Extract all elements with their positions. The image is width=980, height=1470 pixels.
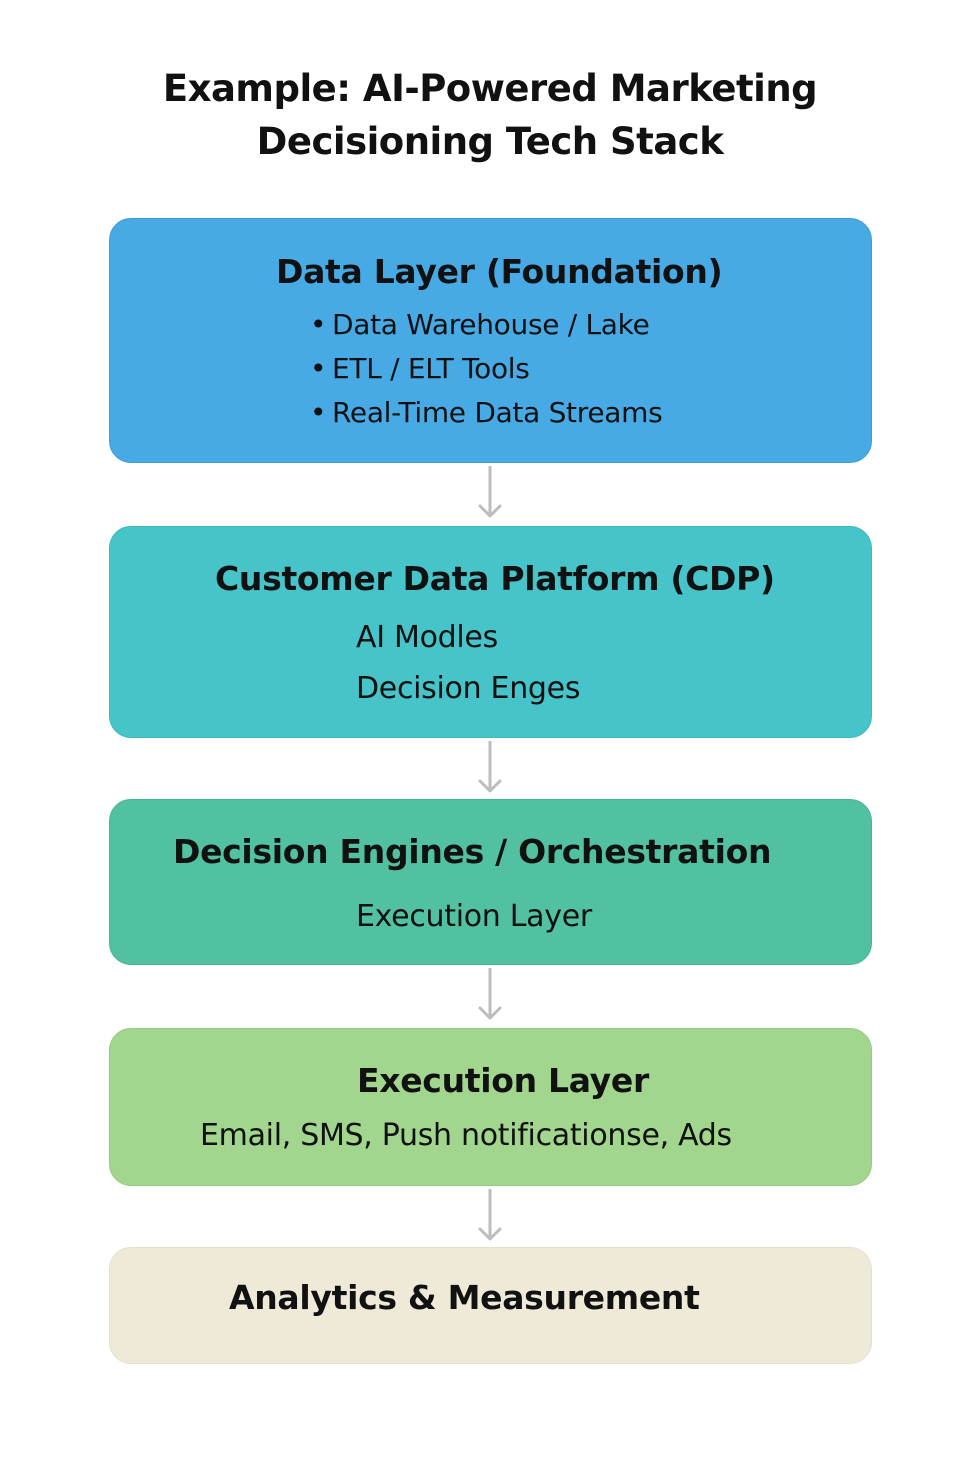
diagram-title: Example: AI-Powered Marketing Decisionin… (0, 62, 980, 168)
execution-layer-line: Email, SMS, Push notificationse, Ads (200, 1118, 732, 1153)
arrow-down-icon (476, 968, 504, 1022)
cdp-layer-box (109, 526, 872, 738)
data-layer-item: Data Warehouse / Lake (310, 308, 650, 342)
data-layer-item: ETL / ELT Tools (310, 352, 530, 386)
data-layer-heading: Data Layer (Foundation) (276, 252, 723, 291)
analytics-layer-heading: Analytics & Measurement (229, 1278, 700, 1317)
analytics-layer-box (109, 1247, 872, 1364)
cdp-layer-line: Decision Enges (356, 671, 581, 706)
arrow-down-icon (476, 741, 504, 795)
cdp-layer-line: AI Modles (356, 620, 498, 655)
cdp-layer-heading: Customer Data Platform (CDP) (215, 559, 775, 598)
data-layer-item: Real-Time Data Streams (310, 396, 663, 430)
arrow-down-icon (476, 466, 504, 520)
decision-engines-line: Execution Layer (356, 899, 592, 934)
title-line-1: Example: AI-Powered Marketing (162, 67, 818, 110)
decision-engines-box (109, 799, 872, 965)
title-line-2: Decisioning Tech Stack (256, 120, 724, 163)
execution-layer-box (109, 1028, 872, 1186)
decision-engines-heading: Decision Engines / Orchestration (173, 832, 772, 871)
execution-layer-heading: Execution Layer (357, 1061, 649, 1100)
arrow-down-icon (476, 1189, 504, 1243)
